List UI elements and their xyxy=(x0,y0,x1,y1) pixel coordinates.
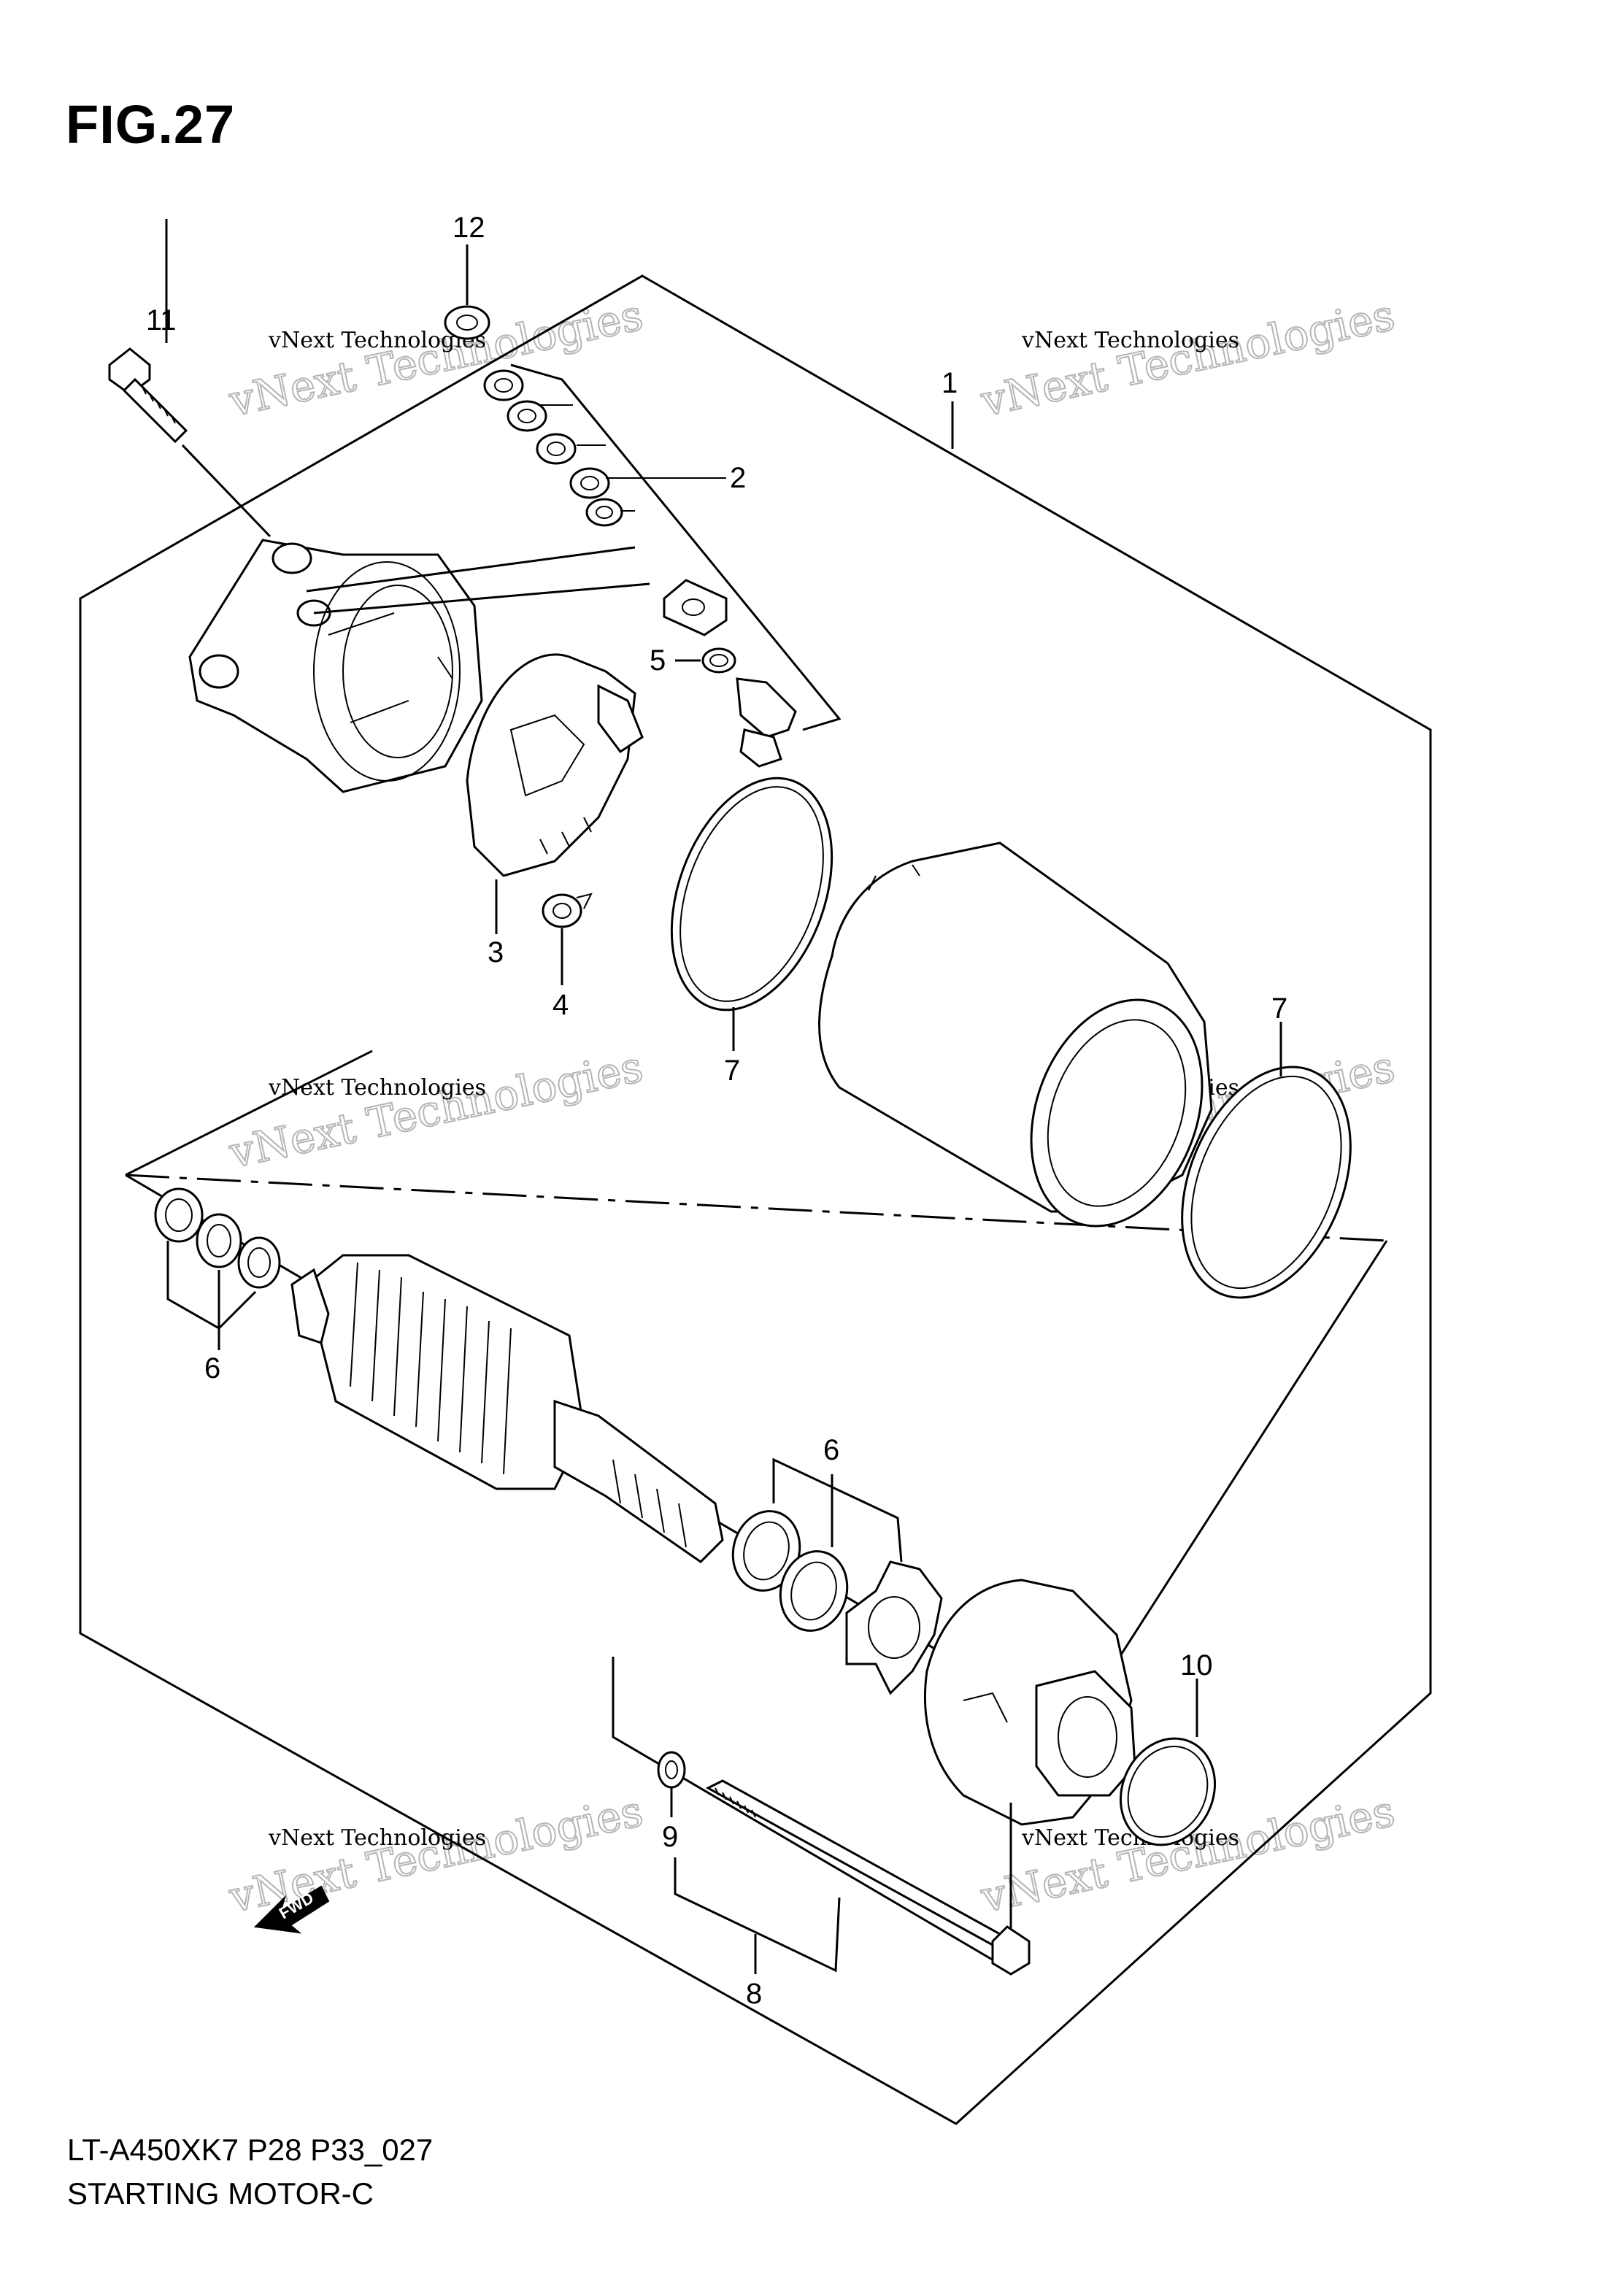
part-bearing-4 xyxy=(542,893,593,928)
callout-10: 10 xyxy=(1180,1649,1213,1681)
bracket-line xyxy=(612,1657,1012,1973)
inner-guide-line xyxy=(1071,1240,1388,1730)
callout-6-left: 6 xyxy=(204,1352,220,1384)
callout-11: 11 xyxy=(146,304,177,336)
callout-12: 12 xyxy=(453,212,485,244)
part-terminal-nut xyxy=(663,579,728,636)
watermark-big-text: vNext Technologies xyxy=(977,290,1399,426)
bracket-line xyxy=(166,1241,257,1350)
watermark-big-text: vNext Technologies xyxy=(225,1041,647,1178)
callout-2: 2 xyxy=(730,462,746,494)
part-bolt-11 xyxy=(108,347,188,444)
section-name: STARTING MOTOR-C xyxy=(67,2176,374,2211)
bracket-line xyxy=(674,1857,841,1973)
watermark-top-right: vNext Technologies vNext Technologies xyxy=(976,289,1400,427)
watermark-mid-left: vNext Technologies vNext Technologies xyxy=(224,1041,648,1179)
part-terminal-bolt xyxy=(736,677,797,768)
callout-1: 1 xyxy=(942,367,958,399)
inner-guide-line xyxy=(125,1049,373,1176)
part-o-ring-7-left xyxy=(670,777,833,1012)
assembly-axis-upper xyxy=(125,1174,1387,1242)
callout-7-left: 7 xyxy=(724,1055,740,1087)
bracket-line xyxy=(772,1457,903,1563)
figure-title: FIG.27 xyxy=(66,94,236,155)
part-lock-plate xyxy=(845,1560,943,1695)
part-yoke-housing xyxy=(818,841,1213,1228)
leader-line xyxy=(540,404,726,512)
bracket-line xyxy=(510,363,842,731)
leader-line xyxy=(306,546,650,615)
part-shims-6-left xyxy=(154,1187,281,1289)
watermark-small-text: vNext Technologies xyxy=(268,1075,486,1101)
callout-9: 9 xyxy=(662,1821,678,1853)
part-o-ring-5 xyxy=(701,647,736,674)
callout-8: 8 xyxy=(746,1978,762,2010)
part-o-ring-10 xyxy=(1119,1737,1217,1846)
model-code: LT-A450XK7 P28 P33_027 xyxy=(67,2133,434,2167)
callout-6-right: 6 xyxy=(823,1434,839,1466)
part-nut-12 xyxy=(444,305,490,340)
callout-3: 3 xyxy=(488,936,504,968)
part-brush-holder-3 xyxy=(466,653,644,877)
callout-7-right: 7 xyxy=(1271,993,1287,1025)
callout-5: 5 xyxy=(650,644,666,677)
part-armature xyxy=(290,1254,724,1563)
part-rear-housing xyxy=(188,539,483,793)
part-through-bolt-8 xyxy=(705,1779,1031,1976)
callout-4: 4 xyxy=(552,989,569,1021)
part-washer-stack-2 xyxy=(483,369,623,527)
leader-line xyxy=(181,444,272,538)
assembly-outline xyxy=(79,274,1432,2125)
part-shims-6-right xyxy=(731,1510,849,1632)
part-o-ring-7-right xyxy=(1181,1066,1352,1299)
part-front-bracket xyxy=(924,1579,1136,1826)
watermark-small-text: vNext Technologies xyxy=(1021,328,1239,353)
watermark-small-text: vNext Technologies xyxy=(268,1825,486,1851)
part-washer-9 xyxy=(657,1751,686,1789)
